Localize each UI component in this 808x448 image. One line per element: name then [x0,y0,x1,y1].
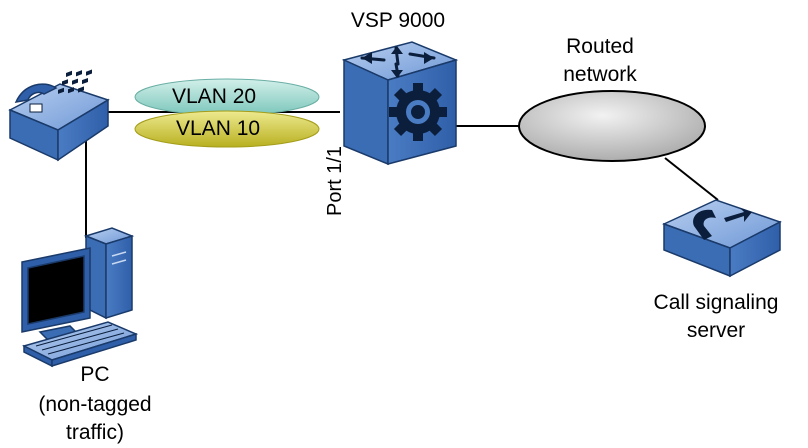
routed-network-label-line1: Routed [566,35,634,58]
pc-icon [21,227,139,368]
server-label-line2: server [686,319,746,342]
ip-phone-icon [8,69,110,162]
server-icon [662,199,782,278]
port-label: Port 1/1 [324,145,346,216]
routed-network-label-line2: network [563,63,637,86]
cloud-icon [518,90,706,162]
link-network-server [664,157,719,201]
vlan-10-ellipse [134,110,320,148]
vlan-20-label: VLAN 20 [172,85,257,108]
vlan-10-label: VLAN 10 [176,117,261,140]
pc-label-line3: traffic) [66,421,124,444]
pc-label-line1: PC [80,363,110,386]
server-label-line1: Call signaling [653,291,779,314]
switch-label: VSP 9000 [350,9,446,32]
pc-label-line2: (non-tagged [38,393,152,416]
switch-icon [341,41,459,166]
